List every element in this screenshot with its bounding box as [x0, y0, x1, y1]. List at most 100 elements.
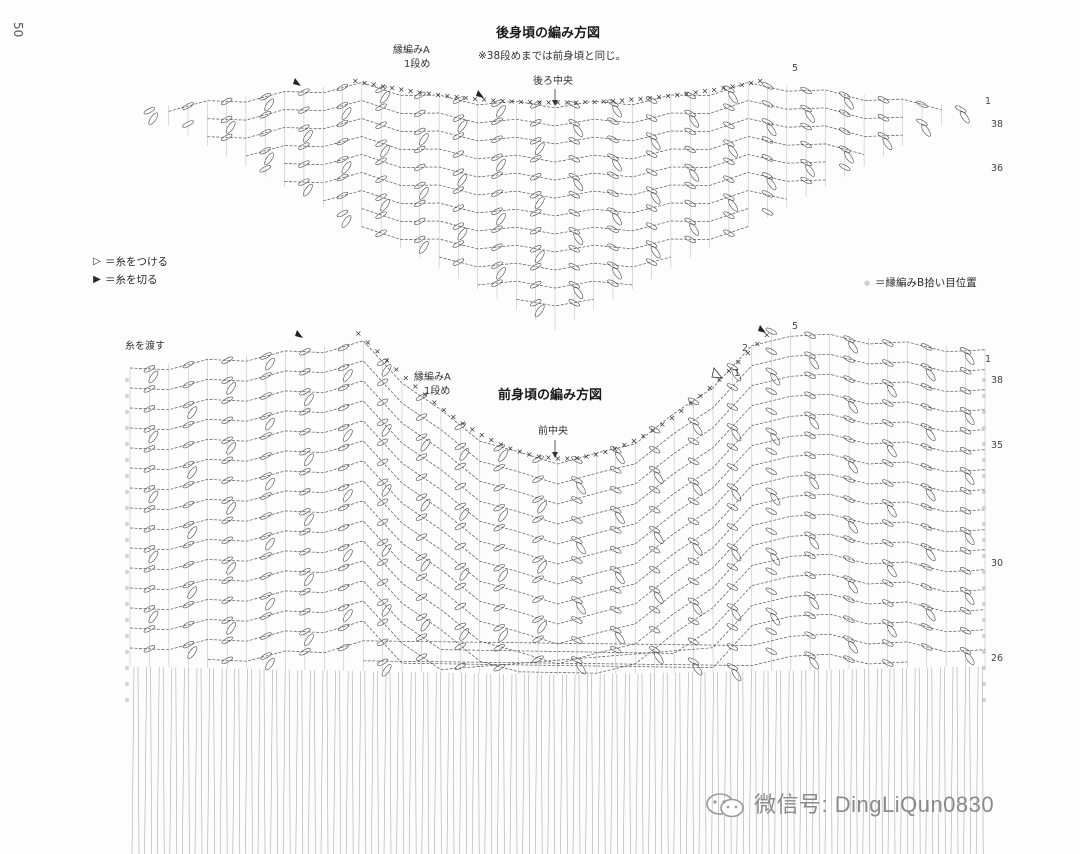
fringe-strand	[497, 673, 505, 854]
pickup-dot	[125, 682, 129, 686]
back-row-38: 38	[991, 119, 1004, 130]
fringe-strand	[358, 671, 367, 854]
pickup-dot	[125, 458, 129, 462]
front-sc-stitch: ×	[612, 444, 619, 453]
front-sc-stitch: ×	[574, 453, 581, 462]
front-row-38: 38	[991, 375, 1004, 386]
fringe-strand	[270, 669, 278, 854]
watermark: 微信号: DingLiQun0830	[704, 792, 994, 818]
front-sc-stitch: ×	[555, 454, 562, 463]
front-sc-stitch: ×	[422, 390, 429, 399]
fringe-strand	[938, 667, 946, 854]
back-edge-label-1: 縁編みA	[393, 45, 430, 56]
fringe-strand	[698, 672, 707, 854]
front-sc-stitch: ×	[431, 398, 438, 407]
pickup-dot	[125, 698, 129, 702]
front-sc-stitch: ×	[688, 399, 695, 408]
back-sc-stitch: ×	[702, 87, 709, 96]
back-sc-stitch: ×	[692, 88, 699, 97]
fringe-strand	[912, 667, 921, 854]
fringe-strand	[837, 669, 845, 854]
fringe-strand	[610, 673, 619, 854]
front-sc-stitch: ×	[479, 431, 486, 440]
pickup-dot	[125, 474, 129, 478]
back-sc-stitch: ×	[361, 78, 368, 87]
front-sc-stitch: ×	[583, 452, 590, 461]
front-sc-stitch: ×	[536, 452, 543, 461]
back-sc-stitch: ×	[564, 98, 571, 107]
front-sc-stitch: ×	[450, 412, 457, 421]
pickup-dot	[125, 394, 129, 398]
front-sc-stitch: ×	[707, 383, 714, 392]
fringe-strand	[900, 668, 908, 854]
back-sc-stitch: ×	[389, 84, 396, 93]
fringe-strand	[509, 674, 518, 854]
front-center-label: 前中央	[538, 426, 568, 437]
legend-pickup: ● ＝縁編みB拾い目位置	[862, 278, 977, 289]
back-sc-stitch: ×	[426, 89, 433, 98]
fringe-strand	[686, 672, 694, 854]
front-sc-stitch: ×	[374, 347, 381, 356]
fringe-strand	[333, 670, 341, 854]
back-sc-stitch: ×	[665, 92, 672, 101]
fringe-strand	[232, 668, 241, 854]
fringe-strand	[408, 672, 417, 854]
back-sc-stitch: ×	[610, 96, 617, 105]
legend-attach-text: ＝糸をつける	[105, 256, 168, 268]
back-sc-stitch: ×	[352, 76, 359, 85]
back-sc-stitch: ×	[674, 91, 681, 100]
pickup-dot	[125, 634, 129, 638]
back-sc-stitch: ×	[462, 94, 469, 103]
front-sc-stitch: ×	[498, 440, 505, 449]
back-sc-stitch: ×	[600, 97, 607, 106]
fringe-strand	[975, 666, 984, 854]
fringe-strand	[875, 668, 883, 854]
attach-yarn-icon: ▷	[93, 256, 101, 268]
pickup-dot	[982, 394, 986, 398]
front-row-1-right: 1	[985, 354, 992, 365]
fringe-strand	[925, 667, 934, 854]
pickup-dot	[982, 650, 986, 654]
front-sc-stitch: ×	[764, 330, 771, 339]
fringe-strand	[812, 669, 820, 854]
pickup-dot	[982, 586, 986, 590]
fringe-strand	[950, 667, 959, 854]
pickup-dot	[982, 378, 986, 382]
back-sc-stitch: ×	[646, 94, 653, 103]
back-sc-stitch: ×	[472, 94, 479, 103]
fringe-strand	[396, 671, 404, 854]
pickup-dot	[982, 538, 986, 542]
pickup-dot	[125, 378, 129, 382]
back-sc-stitch: ×	[481, 95, 488, 104]
fringe-strand	[383, 671, 392, 854]
front-sc-stitch: ×	[650, 426, 657, 435]
front-sc-stitch: ×	[745, 349, 752, 358]
back-center-arrowhead	[552, 100, 558, 106]
fringe-strand	[131, 666, 140, 854]
pickup-dot	[125, 442, 129, 446]
fringe-strand	[736, 671, 745, 854]
front-sc-stitch: ×	[412, 382, 419, 391]
fringe-strand	[320, 670, 329, 854]
pickup-dot	[125, 490, 129, 494]
pickup-dot	[982, 506, 986, 510]
back-sc-stitch: ×	[720, 84, 727, 93]
back-sc-stitch: ×	[453, 93, 460, 102]
back-sc-stitch: ×	[582, 98, 589, 107]
pickup-dot	[982, 410, 986, 414]
cut-yarn-icon	[476, 90, 484, 98]
fringe-strand	[560, 674, 568, 854]
pickup-dot	[982, 618, 986, 622]
legend-cut-text: ＝糸を切る	[105, 274, 158, 286]
fringe-strand	[421, 672, 430, 854]
fringe-strand	[257, 669, 266, 854]
front-center-arrowhead	[552, 452, 558, 458]
cut-yarn-icon: ▶	[93, 274, 101, 286]
pickup-dot	[982, 490, 986, 494]
fringe-strand	[824, 669, 833, 854]
legend-attach-yarn: ▷ ＝糸をつける	[92, 257, 168, 268]
back-sc-stitch: ×	[757, 77, 764, 86]
fringe-strand	[648, 673, 656, 854]
fringe-strand	[182, 667, 190, 854]
fringe-strand	[471, 673, 480, 854]
